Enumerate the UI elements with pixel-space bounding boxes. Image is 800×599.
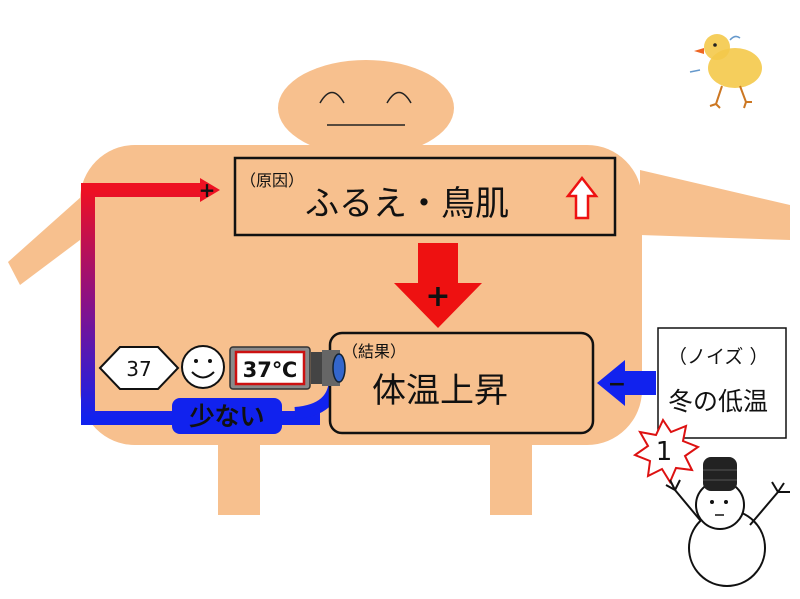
cause-box-frame [233,156,617,237]
cause-box-text: ふるえ・鳥肌 [305,184,509,224]
sensor-chain: 37 37℃ [98,345,346,390]
cause-box: （原因） ふるえ・鳥肌 [233,156,617,237]
result-box-tag: （結果） [342,342,406,361]
cause-box-tag: （原因） [240,171,304,190]
feedback-label-group: 少ない [172,398,282,434]
smiley-icon [181,345,225,389]
chick-doodle [689,34,762,109]
noise-burst-badge: 1 [632,417,701,485]
noise-box-tag: （ノイズ ） [668,346,768,368]
left-eye [319,91,345,104]
loop-plus-sign: + [199,178,216,202]
result-box-text: 体温上昇 [372,371,508,411]
left-arrow-shape [597,360,656,406]
loop-arrowhead [200,178,220,202]
down-arrow-shape [394,243,482,328]
result-box: （結果） 体温上昇 [328,331,595,435]
increase-arrow-icon [565,175,599,220]
feedback-label: 少ない [188,402,264,431]
setpoint-value: 37 [126,357,151,381]
right-eye [386,91,412,104]
noise-box-frame [657,327,787,439]
feedback-label-bg [172,398,282,434]
noise-box: （ノイズ ） 冬の低温 [657,327,787,439]
noise-to-result-arrow: − [597,360,656,406]
noise-box-text: 冬の低温 [668,387,768,416]
thermometer-display: 37℃ [229,346,311,390]
cause-to-result-arrow: + [394,243,482,328]
thermometer-reading: 37℃ [243,358,298,382]
right-arm [640,170,790,240]
burst-number: 1 [656,437,673,467]
snowman-illustration [665,457,790,587]
head [278,60,454,156]
arrow-plus-sign: + [425,279,450,314]
left-arm [8,180,100,285]
noise-minus-sign: − [608,372,626,397]
camera-icon [311,350,346,386]
setpoint-diamond [98,346,180,390]
